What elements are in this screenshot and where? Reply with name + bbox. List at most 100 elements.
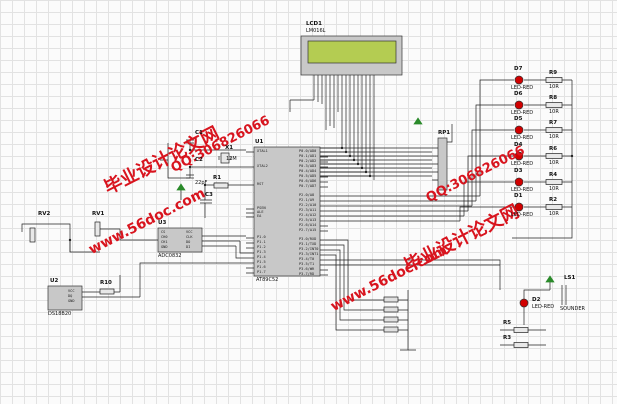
adc-pin-vcc: VCC [186,230,193,234]
adc-pin-cs: CS [161,230,166,234]
r5-ref: R5 [503,320,512,326]
mcu-pin-left-8: P1.2 [257,245,266,249]
mcu-pin-left-11: P1.5 [257,260,266,264]
res-r8-value: 10R [549,109,559,115]
mcu-pin-right-0: P0.0/AD0 [299,149,317,153]
rv2-ref: RV2 [38,211,51,217]
adc-ref: U3 [158,220,167,226]
mcu-pin-right-11: P2.3/A11 [299,208,317,212]
mcu-pin-left-4: ALE [257,210,264,214]
mcu-ref: U1 [255,139,264,145]
res-r6-ref: R6 [549,146,558,152]
led-d6-part: LED-RED [511,110,534,116]
mcu-pin-right-6: P0.6/AD6 [299,179,317,183]
ls1-ref: LS1 [564,275,576,281]
mcu-pin-right-12: P2.4/A12 [299,213,317,217]
res-r2-value: 10R [549,211,559,217]
mcu-pin-right-13: P2.5/A13 [299,218,317,222]
mcu-pin-right-19: P3.3/INT1 [299,252,319,256]
mcu-pin-left-10: P1.4 [257,255,266,259]
mcu-pin-right-18: P3.2/INT0 [299,247,319,251]
mcu-pin-left-7: P1.1 [257,240,266,244]
mcu-pin-right-9: P2.1/A9 [299,198,315,202]
mcu-pin-right-4: P0.4/AD4 [299,169,317,173]
crystal-value: 12M [226,156,237,162]
sensor-ref: U2 [50,278,59,284]
adc-pin-gnd: GND [161,245,168,249]
sensor-pin-gnd: GND [68,299,75,303]
led-d1-ref: D1 [514,193,523,199]
led-d7-part: LED-RED [511,85,534,91]
res-r9-ref: R9 [549,70,558,76]
cap-c2-value: 22pF [195,180,208,186]
mcu-pin-right-14: P2.6/A14 [299,223,317,227]
res-r7-value: 10R [549,134,559,140]
mcu-pin-left-0: XTAL1 [257,149,268,153]
adc-pin-di: DI [186,245,191,249]
led-d5-part: LED-RED [511,135,534,141]
led-d3-part: LED-RED [511,187,534,193]
mcu-pin-left-5: EA [257,214,262,218]
mcu-pin-right-7: P0.7/AD7 [299,184,317,188]
mcu-pin-left-2: RST [257,182,264,186]
mcu-pin-left-1: XTAL2 [257,164,268,168]
crystal-ref: X1 [225,145,234,151]
mcu-pin-left-6: P1.0 [257,235,266,239]
mcu-pin-right-22: P3.6/WR [299,267,315,271]
cap-c1-ref: C1 [195,130,203,136]
res-r8-ref: R8 [549,95,558,101]
res-r4-ref: R4 [549,172,558,178]
mcu-part: AT89C52 [256,277,279,283]
adc-body [157,227,203,253]
d2-part: LED-RED [532,304,555,310]
r1-ref: R1 [213,175,222,181]
mcu-body [253,146,321,277]
lcd-part: LM016L [306,28,326,34]
adc-part: ADC0832 [158,253,182,259]
mcu-pin-right-16: P3.0/RXD [299,237,317,241]
mcu-pin-right-5: P0.5/AD5 [299,174,317,178]
lcd-screen [307,40,397,64]
mcu-pin-left-13: P1.7 [257,270,266,274]
res-r2-ref: R2 [549,197,558,203]
sensor-pin-dq: DQ [68,294,73,298]
led-d1-part: LED-RED [511,212,534,218]
adc-pin-ch0: CH0 [161,235,168,239]
mcu-pin-right-2: P0.2/AD2 [299,159,317,163]
lcd-ref: LCD1 [306,21,322,27]
cap-c3-ref: C3 [205,192,213,198]
d2-ref: D2 [532,297,541,303]
mcu-pin-right-17: P3.1/TXD [299,242,317,246]
mcu-pin-right-10: P2.2/A10 [299,203,317,207]
sensor-body [47,285,83,311]
adc-pin-ch1: CH1 [161,240,168,244]
res-r6-value: 10R [549,160,559,166]
r10-ref: R10 [100,280,112,286]
sensor-pin-vcc: VCC [68,289,75,293]
mcu-pin-right-1: P0.1/AD1 [299,154,317,158]
ls1-part: SOUNDER [560,306,585,312]
led-d4-part: LED-RED [511,161,534,167]
led-d5-ref: D5 [514,116,523,122]
rp1-ref: RP1 [438,130,451,136]
mcu-pin-right-3: P0.3/AD3 [299,164,317,168]
mcu-pin-left-3: PSEN [257,206,266,210]
adc-pin-clk: CLK [186,235,193,239]
led-d7-ref: D7 [514,66,523,72]
mcu-pin-right-8: P2.0/A8 [299,193,315,197]
mcu-pin-right-20: P3.4/T0 [299,257,315,261]
res-r7-ref: R7 [549,120,558,126]
led-d3-ref: D3 [514,168,523,174]
mcu-pin-right-21: P3.5/T1 [299,262,315,266]
cap-c2-ref: C2 [195,157,203,163]
mcu-pin-left-9: P1.3 [257,250,266,254]
sensor-part: DS18B20 [48,311,72,317]
rv1-ref: RV1 [92,211,105,217]
led-d4-ref: D4 [514,142,523,148]
mcu-pin-left-12: P1.6 [257,265,266,269]
mcu-pin-right-15: P2.7/A15 [299,228,317,232]
mcu-pin-right-23: P3.7/RD [299,272,315,276]
adc-pin-do: DO [186,240,191,244]
